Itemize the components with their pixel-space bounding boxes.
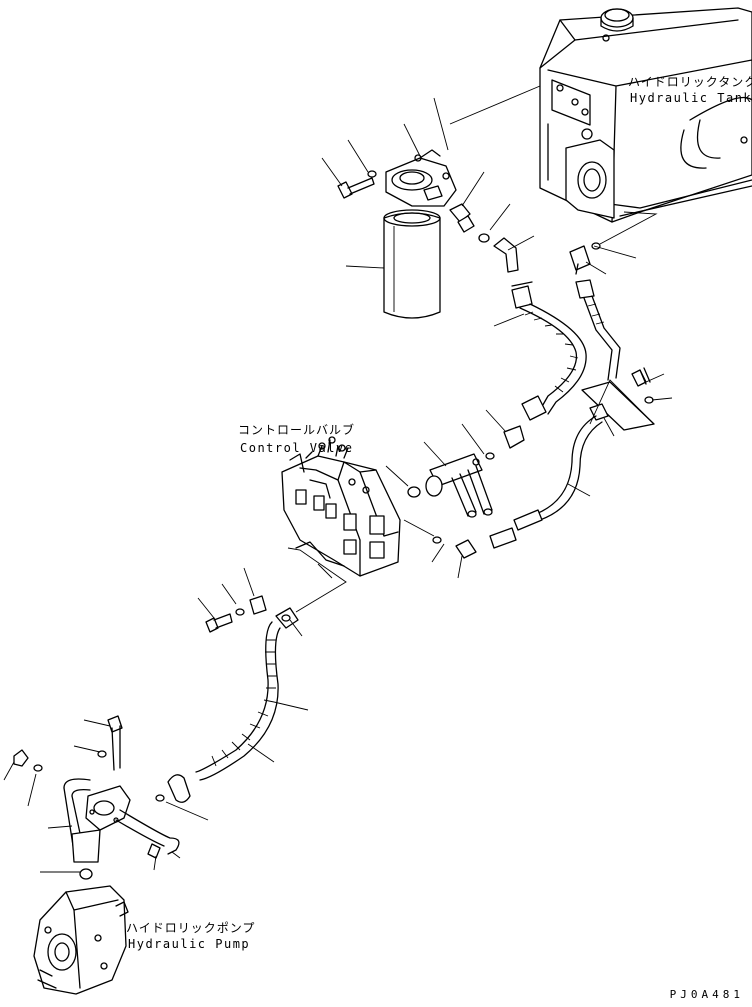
hydraulic-pump-label-en: Hydraulic Pump [128,937,251,951]
hydraulic-tank-label-jp: ハイドロリックタンク [628,75,752,89]
leader-lines [4,86,672,872]
hydraulic-pump-label-jp: ハイドロリックポンプ [126,921,256,935]
filter-assembly [384,150,456,318]
control-valve-label-jp: コントロールバルブ [238,423,356,437]
suction-hose [570,243,620,380]
filter-bolt [338,171,376,198]
pump-line [156,608,298,802]
hydraulic-tank [540,8,752,222]
hydraulic-tank-label-en: Hydraulic Tank [630,91,752,105]
tee-fitting [408,454,492,517]
drawing-code: PJ0A481 [669,988,744,1001]
control-valve-label-en: Control Valve [240,441,354,455]
flange-bolts [206,596,266,632]
filter-outlet-fitting [450,204,489,242]
hydraulic-pump [34,886,128,994]
connector-block [582,368,654,430]
control-valve [282,437,400,576]
return-hose [486,238,586,459]
pressure-hose [433,416,602,558]
pump-inlet-elbow [14,716,179,879]
